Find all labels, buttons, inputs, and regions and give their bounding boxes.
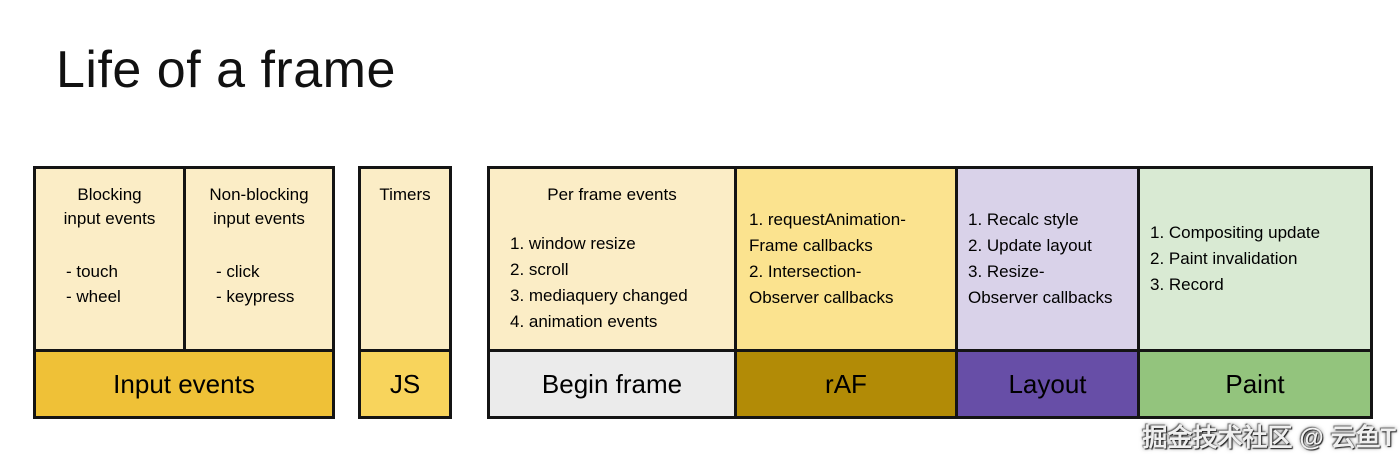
per-frame-events-header: Per frame events xyxy=(547,185,677,204)
list-item: Observer callbacks xyxy=(749,288,894,307)
non-blocking-input-header: Non-blocking input events xyxy=(186,183,332,231)
layout-list: 1. Recalc style 2. Update layout 3. Resi… xyxy=(958,207,1137,311)
header-line: Non-blocking xyxy=(209,185,309,204)
page-title: Life of a frame xyxy=(56,41,396,99)
stage-input-events: Blocking input events - touch - wheel No… xyxy=(33,166,335,419)
list-item: 2. Intersection- xyxy=(749,262,862,281)
stage-begin-frame: Per frame events 1. window resize 2. scr… xyxy=(490,169,737,416)
paint-footer-label: Paint xyxy=(1140,349,1370,416)
blocking-input-list: - touch - wheel xyxy=(36,259,183,309)
stage-pipeline: Per frame events 1. window resize 2. scr… xyxy=(487,166,1373,419)
list-item: - click xyxy=(216,262,260,281)
input-events-footer-label: Input events xyxy=(36,349,332,416)
blocking-input-header: Blocking input events xyxy=(36,183,183,231)
raf-list: 1. requestAnimation- Frame callbacks 2. … xyxy=(737,207,955,311)
list-item: 1. Compositing update xyxy=(1150,223,1321,242)
header-line: Blocking xyxy=(77,185,142,204)
list-item: - wheel xyxy=(66,287,121,306)
non-blocking-input-list: - click - keypress xyxy=(186,259,332,309)
raf-footer-label: rAF xyxy=(737,349,955,416)
list-item: 1. Recalc style xyxy=(968,210,1079,229)
begin-frame-body: Per frame events 1. window resize 2. scr… xyxy=(490,169,734,349)
list-item: 3. Resize- xyxy=(968,262,1045,281)
list-item: 3. Record xyxy=(1150,275,1224,294)
list-item: - keypress xyxy=(216,287,295,306)
js-body: Timers xyxy=(361,169,449,349)
list-item: Observer callbacks xyxy=(968,288,1113,307)
list-item: 4. animation events xyxy=(510,312,658,331)
column-blocking-input: Blocking input events - touch - wheel xyxy=(36,169,186,349)
column-non-blocking-input: Non-blocking input events - click - keyp… xyxy=(186,169,332,349)
list-item: 2. scroll xyxy=(510,260,569,279)
raf-body: 1. requestAnimation- Frame callbacks 2. … xyxy=(737,169,955,349)
stage-js: Timers JS xyxy=(358,166,452,419)
layout-footer-label: Layout xyxy=(958,349,1137,416)
list-item: 1. window resize xyxy=(510,234,636,253)
per-frame-events-list: 1. window resize 2. scroll 3. mediaquery… xyxy=(490,231,734,335)
stage-paint: 1. Compositing update 2. Paint invalidat… xyxy=(1140,169,1370,416)
begin-frame-footer-label: Begin frame xyxy=(490,349,734,416)
header-line: input events xyxy=(63,209,156,228)
timers-header: Timers xyxy=(379,185,431,204)
list-item: 2. Update layout xyxy=(968,236,1092,255)
list-item: 3. mediaquery changed xyxy=(510,286,688,305)
list-item: 2. Paint invalidation xyxy=(1150,249,1298,268)
list-item: Frame callbacks xyxy=(749,236,873,255)
header-line: input events xyxy=(213,209,305,228)
list-item: - touch xyxy=(66,262,118,281)
paint-body: 1. Compositing update 2. Paint invalidat… xyxy=(1140,169,1370,349)
input-events-body: Blocking input events - touch - wheel No… xyxy=(36,169,332,349)
stage-layout: 1. Recalc style 2. Update layout 3. Resi… xyxy=(958,169,1140,416)
watermark: 掘金技术社区 @ 云鱼T xyxy=(1142,424,1396,452)
list-item: 1. requestAnimation- xyxy=(749,210,906,229)
paint-list: 1. Compositing update 2. Paint invalidat… xyxy=(1140,220,1370,298)
js-footer-label: JS xyxy=(361,349,449,416)
stage-raf: 1. requestAnimation- Frame callbacks 2. … xyxy=(737,169,958,416)
layout-body: 1. Recalc style 2. Update layout 3. Resi… xyxy=(958,169,1137,349)
